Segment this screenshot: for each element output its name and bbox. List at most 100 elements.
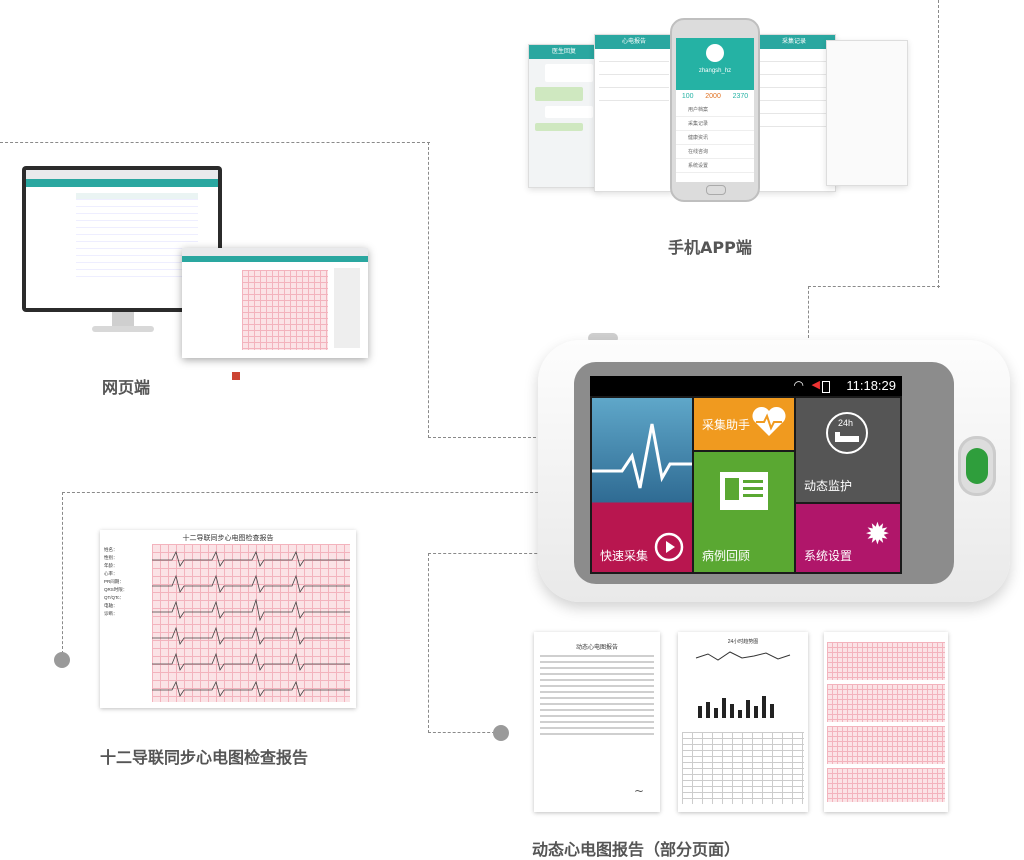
label-web: 网页端: [102, 378, 151, 397]
tile-label: 病例回顾: [702, 549, 751, 563]
device-screen: ◠ ◀ 11:18:29 快速采集: [590, 376, 902, 574]
holter-report-page-2: 24小时趋势图: [678, 632, 808, 812]
label-mobile-app: 手机APP端: [668, 238, 752, 257]
connector-line: [428, 553, 429, 733]
app-screen-records: 采集记录: [752, 34, 836, 192]
list-item: [757, 103, 831, 114]
list-item: [757, 64, 831, 75]
menu-item[interactable]: 用户档案: [676, 103, 754, 117]
label-ecg12: 十二导联同步心电图检查报告: [100, 748, 309, 767]
app-screen-report: 心电报告: [594, 34, 674, 192]
list-item: [757, 116, 831, 127]
table-row: [76, 207, 198, 214]
connector-line: [62, 492, 558, 493]
stat-value: 100: [681, 93, 694, 100]
ecg-waveforms: [152, 550, 350, 697]
list-item: [757, 51, 831, 62]
record-button[interactable]: [958, 436, 996, 496]
connector-line: [62, 492, 63, 654]
field: 电轴：: [104, 603, 118, 608]
home-button: [706, 185, 726, 195]
connector-line: [808, 286, 809, 338]
heart-icon: [752, 406, 786, 436]
phone-screen: zhangsh_hz 100 2000 2370 用户档案 采集记录 健康资讯 …: [676, 38, 754, 182]
table-row: [76, 193, 198, 200]
field: 姓名：: [104, 547, 118, 552]
field: 心率：: [104, 571, 118, 576]
connector-line: [428, 142, 429, 438]
site-header: [182, 256, 368, 262]
field: 诊断：: [104, 611, 118, 616]
heartbeat-icon: [592, 423, 692, 489]
table-row: [76, 263, 198, 270]
report-title: 十二导联同步心电图检查报告: [182, 534, 274, 542]
report-title: 动态心电图报告: [575, 645, 618, 651]
signature: ~: [633, 784, 644, 798]
monitor: [22, 166, 240, 380]
ecg-strip: [827, 768, 945, 802]
connector-line: [428, 553, 608, 554]
table-row: [76, 214, 198, 221]
battery-icon: [822, 381, 830, 393]
tile-hours: 24h: [838, 418, 854, 428]
status-bar: ◠ ◀ 11:18:29: [590, 376, 902, 396]
web-report-window: [182, 248, 368, 358]
side-panel: [334, 268, 360, 348]
connector-line: [0, 142, 430, 143]
tile-label: 动态监护: [804, 479, 853, 493]
tile-settings[interactable]: ✹ 系统设置: [796, 504, 900, 572]
tile-monitor[interactable]: 24h 动态监护: [796, 398, 900, 502]
app-header: 医生回复: [529, 45, 599, 59]
monitor-stand: [112, 312, 134, 326]
list-item: [599, 90, 669, 101]
status-time: 11:18:29: [846, 378, 896, 393]
record-button-led: [966, 448, 988, 484]
username: zhangsh_hz: [698, 68, 732, 74]
mute-icon: ◀: [811, 379, 820, 391]
field: 年龄：: [104, 563, 118, 568]
table-row: [76, 249, 198, 256]
stat-value: 2000: [705, 93, 721, 100]
device-top-button: [588, 333, 618, 343]
chat-bubble: [535, 123, 583, 131]
list-item: [599, 51, 669, 62]
menu-item[interactable]: 采集记录: [676, 117, 754, 131]
ecg-device: ◠ ◀ 11:18:29 快速采集: [538, 340, 1010, 602]
field: QT/QTc：: [104, 595, 124, 600]
list-item: [599, 64, 669, 75]
ecg12-report-page: 十二导联同步心电图检查报告 姓名： 性别： 年龄： 心率： PR间期： QRS时…: [100, 530, 356, 708]
play-icon: [654, 532, 684, 562]
chat-bubble: [545, 106, 593, 118]
tile-case-review[interactable]: 病例回顾: [694, 452, 794, 572]
list-item: [757, 77, 831, 88]
menu-item[interactable]: 系统设置: [676, 159, 754, 173]
app-header: 心电报告: [595, 35, 673, 49]
tile-quick-collect[interactable]: 快速采集: [592, 398, 692, 572]
tile-label: 快速采集: [600, 549, 649, 563]
table-row: [76, 242, 198, 249]
id-card-icon: [720, 472, 768, 510]
data-table: [682, 732, 804, 804]
tile-label: 系统设置: [804, 549, 853, 563]
field: PR间期：: [104, 579, 124, 584]
phone-profile-header: zhangsh_hz: [676, 38, 754, 90]
holter-report-page-1: 动态心电图报告 ~: [534, 632, 660, 812]
monitor-base: [92, 326, 154, 332]
monitor-screen: [26, 170, 240, 380]
field: 性别：: [104, 555, 118, 560]
stat-value: 2370: [732, 93, 749, 100]
avatar: [706, 44, 724, 62]
connector-line: [428, 437, 596, 438]
tile-assistant[interactable]: 采集助手: [694, 398, 794, 450]
wifi-icon: ◠: [793, 378, 804, 392]
table-row: [76, 235, 198, 242]
table-row: [76, 256, 198, 263]
app-header: 采集记录: [753, 35, 835, 49]
connector-dot: [493, 725, 509, 741]
menu-item[interactable]: 在线咨询: [676, 145, 754, 159]
menu-item[interactable]: 健康资讯: [676, 131, 754, 145]
smartphone: zhangsh_hz 100 2000 2370 用户档案 采集记录 健康资讯 …: [670, 18, 760, 202]
table-row: [76, 221, 198, 228]
report-title: 24小时趋势图: [727, 639, 759, 645]
chat-bubble: [545, 64, 593, 82]
